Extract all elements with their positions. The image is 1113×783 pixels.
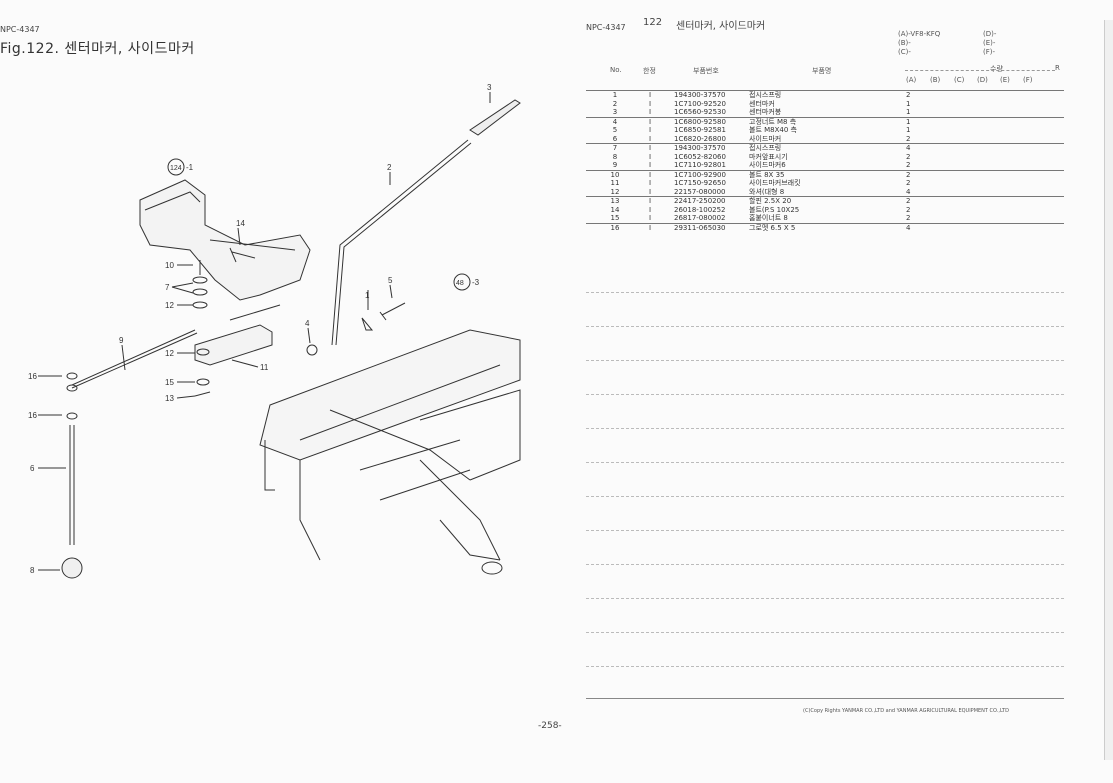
callout-16a: 16 [28,372,37,381]
ruled-line [586,666,1064,667]
header-no: No. [610,66,622,74]
callout-1: 1 [365,291,370,300]
model-code-a: (A)-VF8-KFQ [898,30,941,38]
qty-header-divider [905,70,1055,71]
callout-8: 8 [30,566,35,575]
callout-3: 3 [487,83,492,92]
ruled-line [586,428,1064,429]
header-r: R [1055,64,1060,72]
callout-9: 9 [119,336,124,345]
page-number: -258- [538,721,562,731]
right-fig-number: 122 [643,17,663,28]
ruled-line [586,598,1064,599]
qty-col-a: (A) [906,76,917,84]
qty-col-c: (C) [954,76,965,84]
header-name: 부품명 [812,67,832,75]
callout-11: 11 [260,363,269,372]
exploded-parts-diagram: 3 2 1 14 10 7 12 9 12 11 16 15 13 16 6 8… [28,83,521,579]
model-code-d: (D)- [983,30,997,38]
circled-ref-124-suffix: -1 [186,163,194,172]
ruled-line [586,360,1064,361]
ruled-line [586,530,1064,531]
callout-10: 10 [165,261,174,270]
callout-15: 15 [165,378,174,387]
table-bottom-line [586,698,1064,699]
right-fig-title: 센터마커, 사이드마커 [676,21,766,32]
qty-col-e: (E) [1000,76,1010,84]
callout-4: 4 [305,319,310,328]
callout-5: 5 [388,276,393,285]
qty-col-b: (B) [930,76,941,84]
circled-ref-124: 124 [170,165,182,172]
ruled-line [586,394,1064,395]
qty-col-f: (F) [1023,76,1033,84]
figure-title: Fig.122. 센터마커, 사이드마커 [0,41,195,57]
callout-16b: 16 [28,411,37,420]
right-npc-code: NPC-4347 [586,23,626,32]
next-page-edge [1104,20,1113,760]
callout-12b: 12 [165,349,174,358]
callout-13: 13 [165,394,174,403]
callout-7: 7 [165,283,170,292]
callout-12a: 12 [165,301,174,310]
callout-14: 14 [236,219,245,228]
left-npc-code: NPC-4347 [0,25,40,34]
model-code-b: (B)- [898,39,911,47]
model-code-f: (F)- [983,48,996,56]
header-qty: 수량 [990,65,1003,73]
qty-col-d: (D) [977,76,988,84]
header-q: 한정 [643,67,656,75]
circled-ref-48-suffix: -3 [472,278,480,287]
ruled-line [586,326,1064,327]
ruled-line [586,292,1064,293]
ruled-line [586,496,1064,497]
model-code-e: (E)- [983,39,996,47]
callout-6: 6 [30,464,35,473]
model-code-c: (C)- [898,48,911,56]
ruled-line [586,462,1064,463]
copyright-text: (C)Copy Rights YANMAR CO.,LTD and YANMAR… [803,708,1009,714]
header-part-no: 부품번호 [693,67,719,75]
callout-2: 2 [387,163,392,172]
circled-ref-48: 48 [456,280,464,287]
ruled-line [586,564,1064,565]
ruled-line [586,632,1064,633]
